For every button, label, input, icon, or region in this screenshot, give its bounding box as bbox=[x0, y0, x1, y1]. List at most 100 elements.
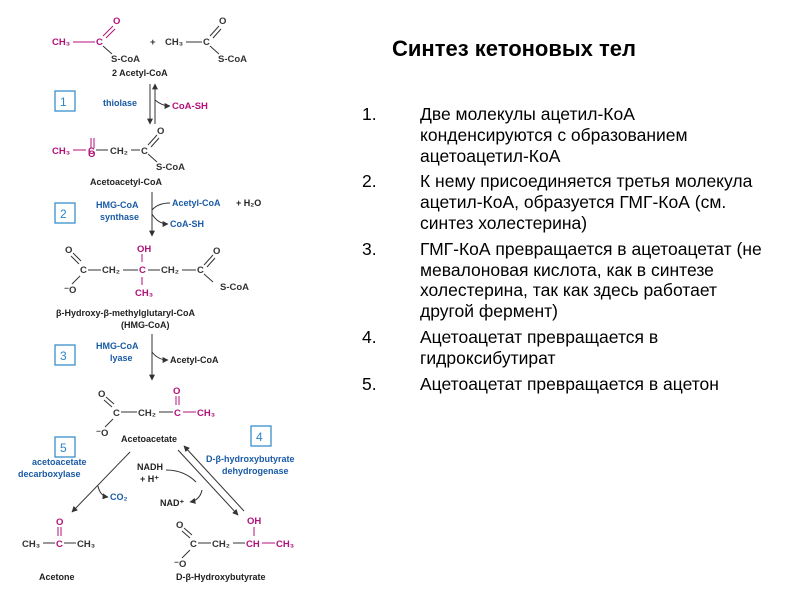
o-minus-label: ⁻O bbox=[96, 428, 108, 439]
step-5-badge: 5 bbox=[54, 436, 76, 458]
list-item: 4. Ацетоацетат превращается в гидроксибу… bbox=[362, 327, 772, 369]
list-item-text: Ацетоацетат превращается в гидроксибутир… bbox=[420, 326, 659, 368]
oxygen-label: O bbox=[173, 386, 180, 397]
scoa-label: S-CoA bbox=[220, 282, 249, 293]
oxygen-label: O bbox=[98, 389, 105, 400]
oxygen-label: O bbox=[213, 246, 220, 257]
list-item: 3. ГМГ-КоА превращается в ацетоацетат (н… bbox=[362, 239, 772, 322]
oxygen-label: O bbox=[65, 245, 72, 256]
nadh-label: NADH bbox=[137, 462, 163, 472]
list-item-number: 5. bbox=[362, 373, 377, 394]
o-minus-label: ⁻O bbox=[174, 559, 186, 570]
carbon-label: C bbox=[190, 539, 197, 550]
oxygen-label: O bbox=[157, 126, 164, 137]
ch-label: CH bbox=[246, 539, 260, 550]
text-panel: Синтез кетоновых тел 1. Две молекулы аце… bbox=[362, 0, 782, 600]
hydroxyl-label: OH bbox=[247, 516, 261, 527]
svg-text:3: 3 bbox=[60, 349, 67, 363]
arrow-step5 bbox=[71, 451, 131, 513]
slide-title: Синтез кетоновых тел bbox=[392, 36, 637, 61]
list-item-number: 2. bbox=[362, 171, 377, 192]
acetoacetate-name: Acetoacetate bbox=[121, 434, 177, 444]
plus-sign: + bbox=[150, 37, 156, 48]
hmg-coa-name-line2: (HMG-CoA) bbox=[121, 320, 170, 330]
arrow-step4-forward bbox=[177, 449, 239, 516]
oxygen-label: O bbox=[113, 16, 120, 27]
hydroxybutyrate-name: D-β-Hydroxybutyrate bbox=[176, 572, 266, 582]
ch3-label: CH₃ bbox=[135, 288, 153, 299]
ch3-label: CH₃ bbox=[77, 539, 95, 550]
hmg-coa-molecule: O C CH₂ C OH CH₃ CH₂ C O S-CoA ⁻O bbox=[64, 244, 249, 299]
step-4-badge: 4 bbox=[250, 425, 272, 447]
nad-plus-label: NAD⁺ bbox=[160, 498, 184, 508]
carbon-label: C bbox=[113, 408, 120, 419]
co2-product: CO₂ bbox=[110, 492, 128, 502]
enzyme-hmg-synthase-line2: synthase bbox=[100, 212, 139, 222]
carbon-label: C bbox=[197, 265, 204, 276]
oxygen-label: O bbox=[88, 149, 95, 160]
carbon-label: C bbox=[203, 37, 210, 48]
carbon-label: C bbox=[80, 265, 87, 276]
svg-text:4: 4 bbox=[256, 430, 263, 444]
acetoacetate-molecule: O C CH₂ C O CH₃ ⁻O bbox=[96, 386, 215, 439]
enzyme-dehydrogenase-line2: dehydrogenase bbox=[222, 466, 289, 476]
acetyl-coa-name: 2 Acetyl-CoA bbox=[112, 68, 168, 78]
list-item-text: К нему присоединяется третья молекула ац… bbox=[420, 171, 753, 233]
carbon-label: C bbox=[141, 146, 148, 157]
carbon-label: C bbox=[88, 146, 95, 157]
list-item-text: Две молекулы ацетил-КоА конденсируются с… bbox=[420, 104, 688, 166]
step-2-badge: 2 bbox=[54, 202, 76, 224]
enzyme-hmg-lyase-line2: lyase bbox=[110, 353, 133, 363]
scoa-label: S-CoA bbox=[111, 54, 140, 65]
acetoacetyl-coa-name: Acetoacetyl-CoA bbox=[90, 177, 163, 187]
o-minus-label: ⁻O bbox=[64, 285, 76, 296]
coa-sh-product-2: CoA-SH bbox=[170, 219, 204, 229]
ch3-label: CH₃ bbox=[22, 539, 40, 550]
list-item-number: 1. bbox=[362, 104, 377, 124]
ch2-label: CH₂ bbox=[102, 265, 120, 276]
acetyl-coa-molecule-2: CH₃ C O S-CoA bbox=[165, 16, 247, 65]
ch2-label: CH₂ bbox=[212, 539, 230, 550]
ch3-label: CH₃ bbox=[197, 408, 215, 419]
oxygen-label: O bbox=[176, 520, 183, 531]
carbon-label: C bbox=[96, 37, 103, 48]
steps-list: 1. Две молекулы ацетил-КоА конденсируютс… bbox=[362, 104, 772, 399]
hmg-coa-name-line1: β-Hydroxy-β-methylglutaryl-CoA bbox=[56, 308, 195, 318]
list-item-text: ГМГ-КоА превращается в ацетоацетат (не м… bbox=[420, 238, 762, 322]
svg-text:2: 2 bbox=[60, 207, 67, 221]
ketone-synthesis-diagram: CH₃ C O S-CoA + CH₃ C O S-CoA 2 Acetyl-C… bbox=[18, 16, 295, 582]
hydroxyl-label: OH bbox=[137, 244, 151, 255]
enzyme-thiolase: thiolase bbox=[103, 98, 137, 108]
acetone-name: Acetone bbox=[39, 572, 75, 582]
ch2-label: CH₂ bbox=[110, 146, 128, 157]
scoa-label: S-CoA bbox=[218, 54, 247, 65]
enzyme-decarboxylase-line1: acetoacetate bbox=[32, 457, 87, 467]
ch3-label: CH₃ bbox=[52, 37, 70, 48]
svg-text:5: 5 bbox=[60, 441, 67, 455]
oxygen-label: O bbox=[219, 16, 226, 27]
svg-text:1: 1 bbox=[60, 95, 67, 109]
step-1-badge: 1 bbox=[54, 90, 76, 112]
acetoacetyl-coa-molecule: O CH₃ C CH₂ C O S-CoA bbox=[52, 126, 185, 173]
ch3-label: CH₃ bbox=[165, 37, 183, 48]
list-item-text: Ацетоацетат превращается в ацетон bbox=[420, 373, 719, 394]
arrow-step4-reverse bbox=[183, 445, 245, 512]
list-item-number: 3. bbox=[362, 238, 377, 259]
enzyme-decarboxylase-line2: decarboxylase bbox=[18, 469, 81, 479]
enzyme-hmg-synthase-line1: HMG-CoA bbox=[96, 200, 139, 210]
ch3-label: CH₃ bbox=[276, 539, 294, 550]
enzyme-dehydrogenase-line1: D-β-hydroxybutyrate bbox=[206, 454, 295, 464]
carbon-label: C bbox=[139, 265, 146, 276]
ch2-label: CH₂ bbox=[161, 265, 179, 276]
carbon-label: C bbox=[174, 408, 181, 419]
enzyme-hmg-lyase-line1: HMG-CoA bbox=[96, 341, 139, 351]
oxygen-label: O bbox=[56, 517, 63, 528]
ch2-label: CH₂ bbox=[138, 408, 156, 419]
h-plus-label: + H⁺ bbox=[140, 474, 159, 484]
list-item-number: 4. bbox=[362, 326, 377, 347]
carbon-label: C bbox=[56, 539, 63, 550]
list-item: 1. Две молекулы ацетил-КоА конденсируютс… bbox=[362, 104, 772, 166]
hydroxybutyrate-molecule: O C CH₂ CH OH CH₃ ⁻O bbox=[174, 516, 294, 570]
list-item: 5. Ацетоацетат превращается в ацетон bbox=[362, 374, 772, 395]
acetyl-coa-molecule-1: CH₃ C O S-CoA bbox=[52, 16, 140, 65]
